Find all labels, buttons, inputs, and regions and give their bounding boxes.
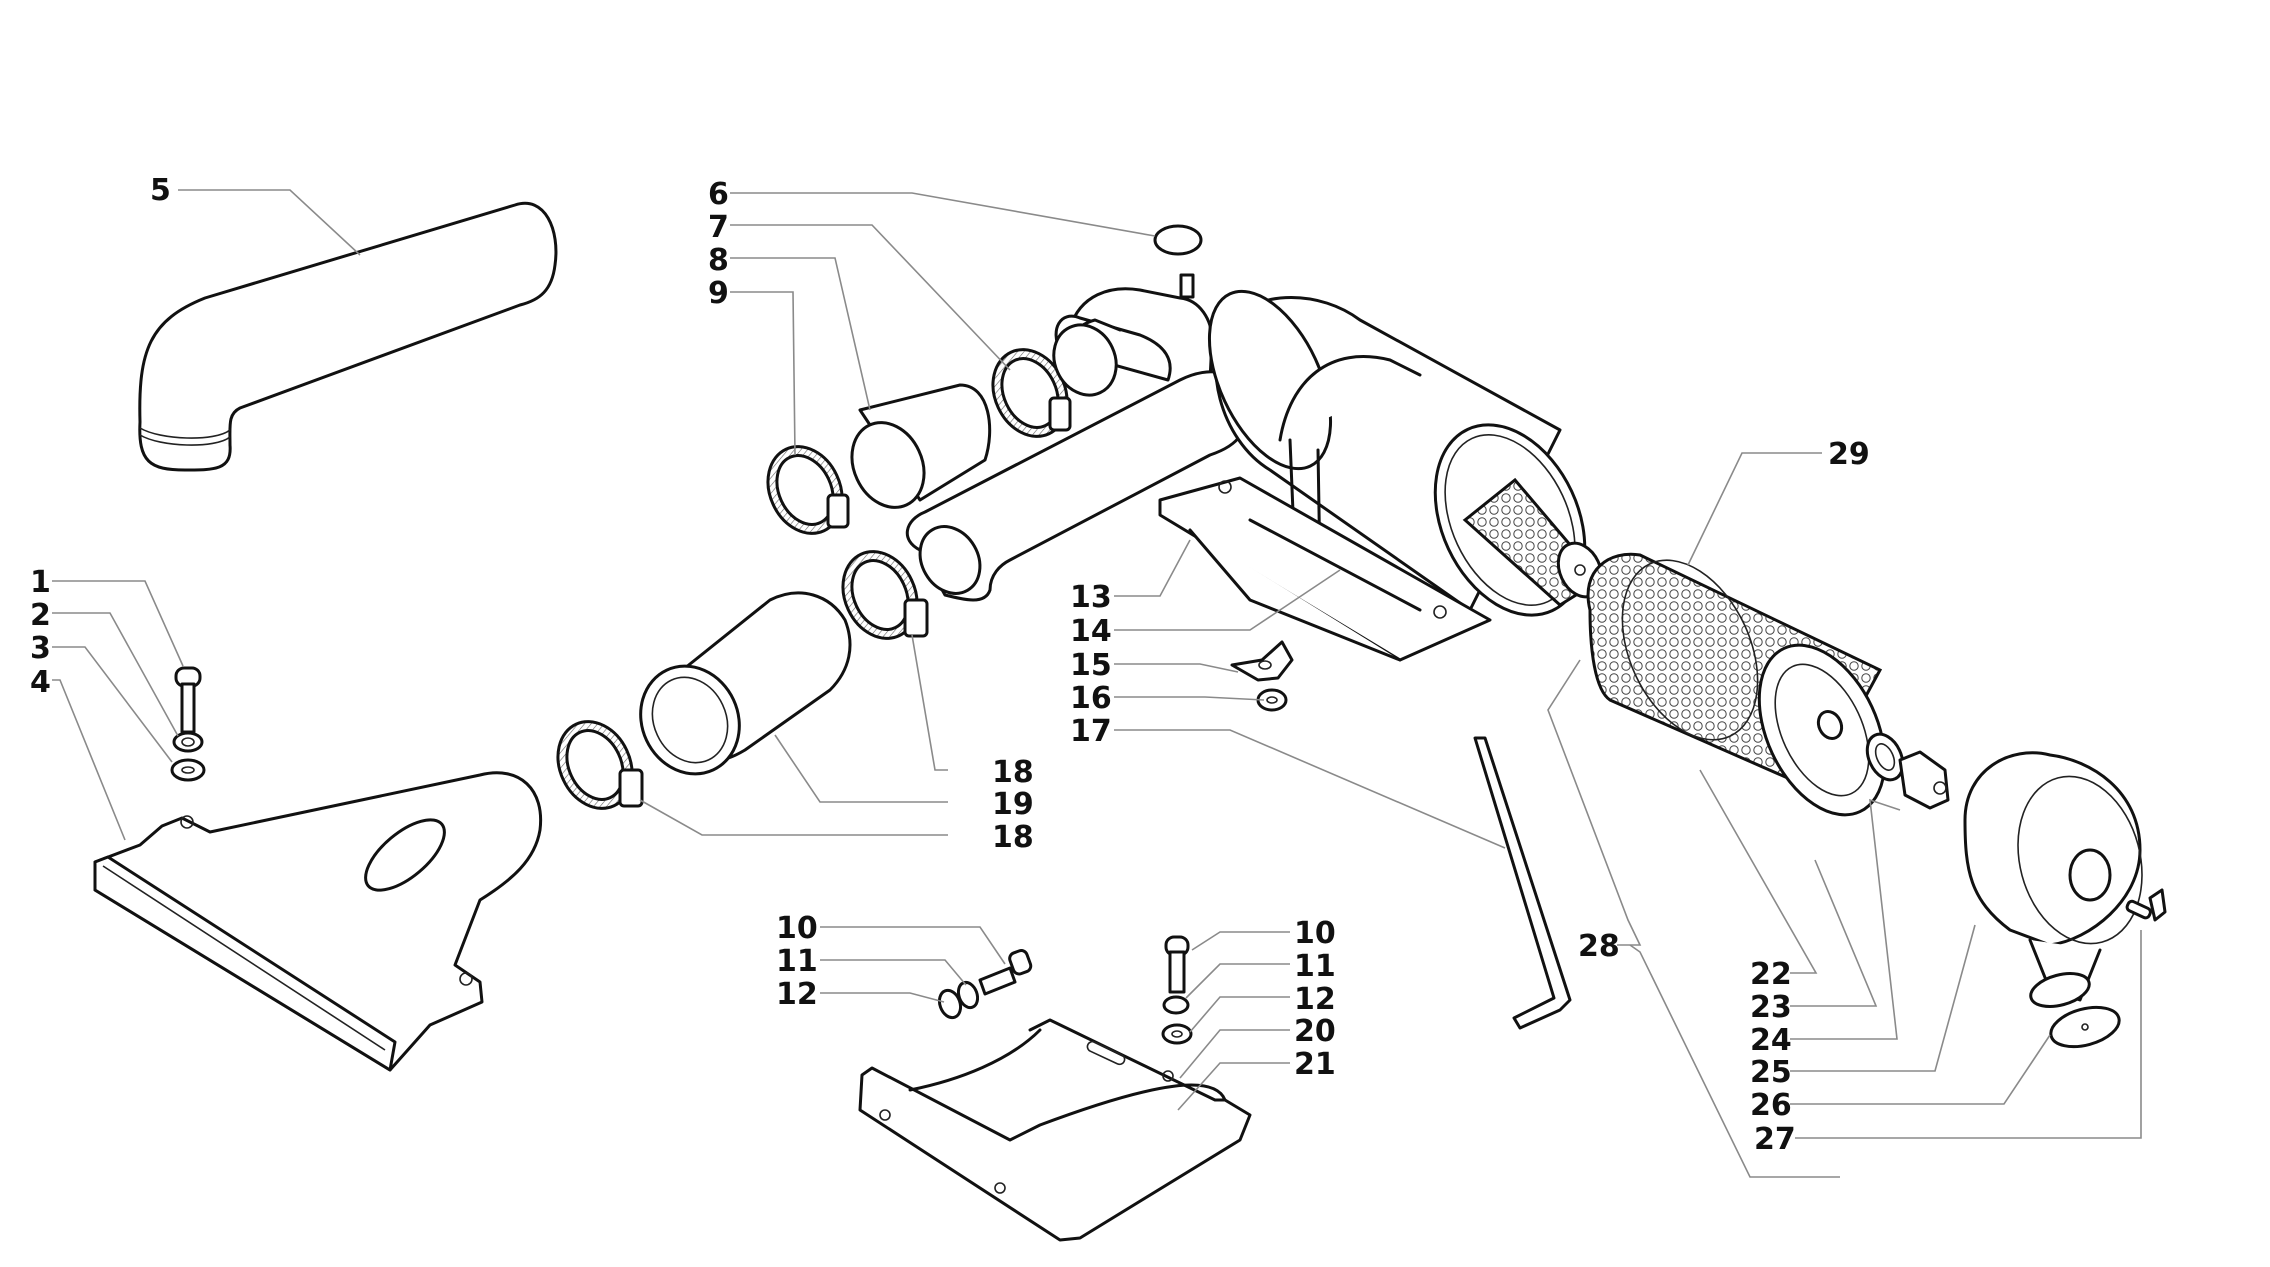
callout-12-left: 12 [776,977,818,1012]
elbow-hose-icon[interactable] [138,201,558,472]
hose-sleeve-icon[interactable] [623,591,852,790]
gasket-icon[interactable] [1860,728,1909,785]
callout-28: 28 [1578,929,1620,964]
callout-16: 16 [1070,681,1112,716]
callout-15: 15 [1070,648,1112,683]
intake-funnel-icon[interactable] [93,771,543,1072]
flat-washer-icon[interactable] [1161,1023,1193,1045]
support-bracket-icon[interactable] [1158,476,1492,662]
callout-2: 2 [30,598,51,633]
nut-icon[interactable] [1898,750,1950,810]
callout-9: 9 [708,276,729,311]
callout-25: 25 [1750,1055,1792,1090]
bolt-icon[interactable] [1164,935,1190,994]
bolt-icon[interactable] [174,666,202,734]
callout-labels: 5 1 2 3 4 6 7 8 9 13 14 15 16 17 18 19 1… [30,173,1870,1157]
callout-5: 5 [150,173,171,208]
callout-17: 17 [1070,714,1112,749]
callout-4: 4 [30,665,51,700]
hose-sleeve-icon[interactable] [839,315,1128,520]
cradle-bracket-icon[interactable] [858,1018,1252,1242]
callout-29: 29 [1828,437,1870,472]
callout-18-upper: 18 [992,755,1034,790]
filter-cover-icon[interactable] [1963,751,2160,1012]
callout-18-lower: 18 [992,820,1034,855]
dust-valve-icon[interactable] [2047,1001,2124,1054]
callout-27: 27 [1754,1122,1796,1157]
callout-11-left: 11 [776,944,818,979]
hose-clamp-icon[interactable] [754,434,855,545]
callout-8: 8 [708,243,729,278]
callout-10-left: 10 [776,911,818,946]
callout-11-right: 11 [1294,949,1336,984]
leader-lines [52,189,2142,1178]
callout-10-right: 10 [1294,916,1336,951]
wing-nut-icon[interactable] [1230,640,1294,682]
callout-22: 22 [1750,957,1792,992]
hose-clamp-icon[interactable] [544,709,645,820]
callout-21: 21 [1294,1047,1336,1082]
spring-washer-icon[interactable] [172,731,204,753]
hose-clamp-icon[interactable] [979,337,1080,448]
wing-screw-icon[interactable] [2125,888,2167,922]
callout-7: 7 [708,210,729,245]
callout-14: 14 [1070,614,1112,649]
spring-washer-icon[interactable] [1162,995,1190,1015]
callout-24: 24 [1750,1023,1792,1058]
callout-13: 13 [1070,580,1112,615]
callout-1: 1 [30,565,51,600]
flat-washer-icon[interactable] [170,758,206,782]
callout-12-right: 12 [1294,982,1336,1017]
callout-19: 19 [992,787,1034,822]
hose-clamp-icon[interactable] [829,539,930,650]
callout-26: 26 [1750,1088,1792,1123]
flat-washer-icon[interactable] [936,987,964,1020]
cap-icon[interactable] [1153,224,1203,299]
callout-23: 23 [1750,990,1792,1025]
callout-3: 3 [30,631,51,666]
callout-6: 6 [708,177,729,212]
callout-20: 20 [1294,1014,1336,1049]
bolt-icon[interactable] [978,949,1033,996]
tie-rod-icon[interactable] [1473,736,1572,1030]
filter-element-icon[interactable] [1586,539,1910,835]
